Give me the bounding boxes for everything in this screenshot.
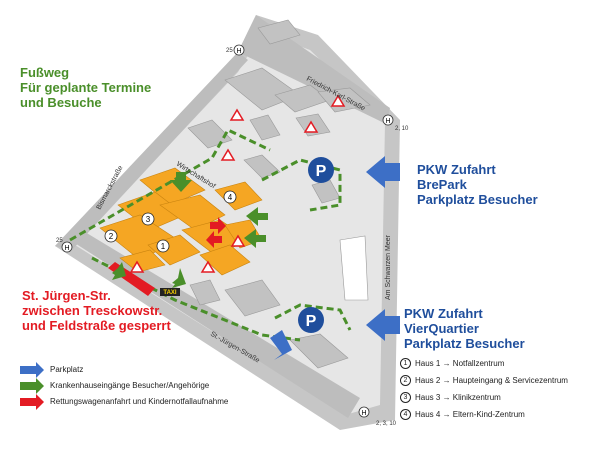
closure-label: St. Jürgen-Str. zwischen Tresckowstr. un… — [22, 288, 171, 333]
bus-stop-icon: H — [382, 114, 394, 126]
legend-parking: Parkplatz — [50, 365, 84, 374]
house-marker-2: 2 — [104, 229, 118, 243]
bus-stop-icon: H — [358, 406, 370, 418]
svg-text:H: H — [361, 410, 366, 417]
blue-arrow-icon — [366, 309, 400, 341]
bus-stop-label-1: 25 — [226, 48, 233, 54]
house-list-item: 1 Haus 1 → Notfallzentrum — [400, 355, 568, 372]
bus-stops: H 25 H 2, 10 H 25 H 2, 3, 10 — [56, 44, 409, 427]
green-arrow-icon — [246, 207, 268, 226]
house-list-item: 4 Haus 4 → Eltern-Kind-Zentrum — [400, 406, 568, 423]
construction-icon — [230, 234, 246, 247]
construction-icon — [303, 120, 319, 133]
car-entry-arrows — [270, 156, 400, 360]
house-marker-4-label: 4 — [228, 193, 233, 202]
green-arrow-icon — [244, 229, 266, 248]
house-marker-3-label: 3 — [146, 215, 151, 224]
svg-text:TAXI: TAXI — [163, 290, 177, 296]
legend-entrance-arrow-icon — [20, 378, 44, 394]
house-marker-1: 1 — [156, 239, 170, 253]
green-arrow-icon — [112, 262, 126, 280]
house-description: Haus 3 → Klinikzentrum — [415, 393, 501, 402]
parking-vierquartier-icon: P — [298, 307, 324, 333]
house-marker-2-label: 2 — [109, 232, 114, 241]
blue-arrow-icon — [366, 156, 400, 188]
house-marker-1-label: 1 — [161, 242, 166, 251]
legend-ambulance-arrow-icon — [20, 394, 44, 410]
parking-brepark-icon: P — [308, 157, 334, 183]
visitor-entrance-arrows — [112, 172, 268, 288]
street-am-schwarzen-meer: Am Schwarzen Meer — [385, 234, 392, 300]
blue-arrow-icon — [270, 330, 292, 360]
construction-icons — [129, 94, 346, 273]
svg-text:P: P — [306, 313, 317, 330]
legend-ambulance: Rettungswagenanfahrt und Kindernotfallau… — [50, 397, 229, 406]
bus-stop-icon: H — [233, 44, 245, 56]
house-description: Haus 1 → Notfallzentrum — [415, 359, 505, 368]
house-number-badge: 2 — [400, 375, 411, 386]
house-list: 1 Haus 1 → Notfallzentrum 2 Haus 2 → Haupt… — [400, 355, 568, 423]
bus-stop-label-2: 2, 10 — [395, 126, 409, 132]
svg-text:H: H — [236, 48, 241, 55]
legend-entrances: Krankenhauseingänge Besucher/Angehörige — [50, 381, 210, 390]
house-description: Haus 2 → Haupteingang & Servicezentrum — [415, 376, 568, 385]
road-st-juergen — [70, 232, 360, 418]
house-number-badge: 1 — [400, 358, 411, 369]
house-number-badge: 4 — [400, 409, 411, 420]
red-arrow-icon — [206, 231, 222, 248]
road-bismarck — [55, 52, 248, 250]
construction-icon — [330, 94, 346, 107]
construction-icon — [129, 260, 145, 273]
green-arrow-icon — [170, 172, 192, 192]
svg-text:H: H — [385, 118, 390, 125]
house-description: Haus 4 → Eltern-Kind-Zentrum — [415, 410, 525, 419]
car-entry-brepark-label: PKW Zufahrt BrePark Parkplatz Besucher — [417, 162, 538, 207]
construction-icon — [229, 108, 245, 121]
buildings-other — [187, 19, 371, 369]
construction-icon — [220, 148, 236, 161]
house-list-item: 3 Haus 3 → Klinikzentrum — [400, 389, 568, 406]
bus-stop-icon: H — [61, 241, 73, 253]
house-marker-3: 3 — [141, 212, 155, 226]
green-arrow-icon — [172, 268, 186, 288]
construction-icon — [200, 260, 216, 273]
house-markers: 1 2 3 4 — [104, 190, 237, 253]
pedestrian-label: Fußweg Für geplante Termine und Besuche — [20, 65, 152, 110]
red-arrow-icon — [210, 217, 226, 234]
bus-stop-label-4: 2, 3, 10 — [376, 421, 397, 427]
taxi-sign: TAXI — [160, 288, 180, 296]
house-number-badge: 3 — [400, 392, 411, 403]
house-marker-4: 4 — [223, 190, 237, 204]
car-entry-vierquartier-label: PKW Zufahrt VierQuartier Parkplatz Besuc… — [404, 306, 525, 351]
svg-text:H: H — [64, 245, 69, 252]
legend-parking-arrow-icon — [20, 362, 44, 378]
ambulance-arrows — [206, 217, 226, 248]
svg-text:P: P — [316, 163, 327, 180]
bus-stop-label-3: 25 — [56, 238, 63, 244]
legend-icons — [20, 362, 44, 410]
house-list-item: 2 Haus 2 → Haupteingang & Servicezentrum — [400, 372, 568, 389]
